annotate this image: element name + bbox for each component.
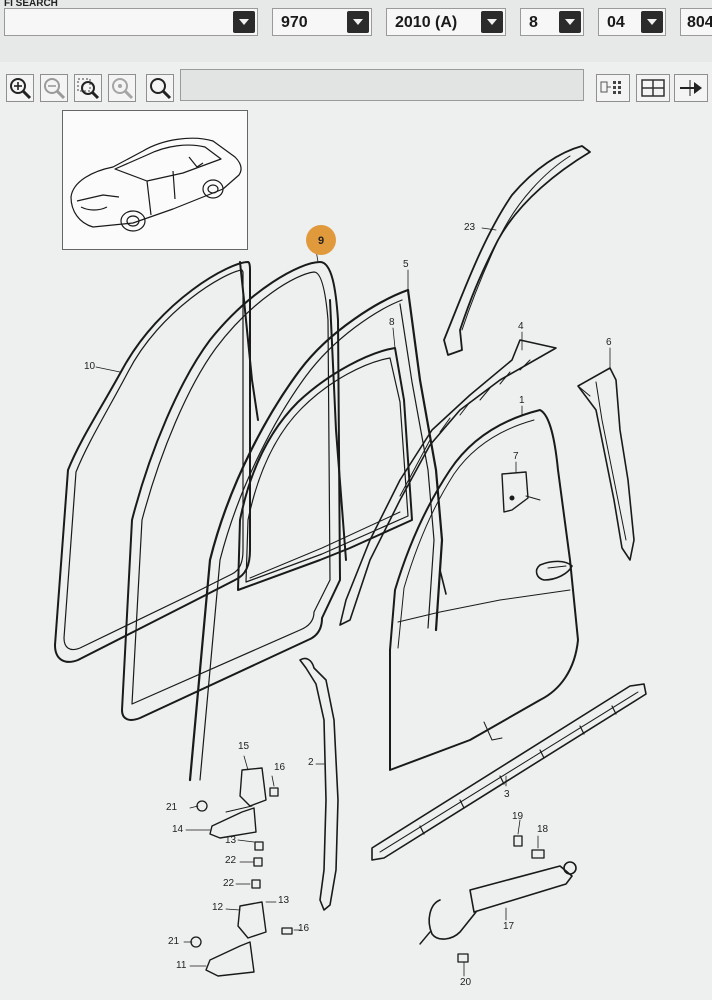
search-icon (150, 78, 172, 100)
part-17-check-strut[interactable] (419, 861, 577, 945)
parts-list-button[interactable] (596, 74, 630, 102)
search-label: FI SEARCH (4, 0, 58, 9)
illustration-select[interactable]: 804 (680, 8, 712, 36)
fasteners (190, 787, 545, 963)
sub-group-select[interactable]: 04 (598, 8, 666, 36)
zoom-out-button[interactable] (40, 74, 68, 102)
part-5-window-channel[interactable] (188, 288, 444, 782)
part-label-5[interactable]: 5 (403, 259, 409, 270)
part-label-21-lower[interactable]: 21 (168, 936, 180, 947)
part-7-bracket[interactable] (501, 471, 541, 513)
part-10-door-seal[interactable] (54, 261, 259, 663)
vehicle-thumbnail (62, 110, 248, 250)
sub-group-dropdown-button[interactable] (641, 11, 663, 33)
part-label-8[interactable]: 8 (389, 317, 395, 328)
part-label-16-upper[interactable]: 16 (274, 762, 286, 773)
split-view-icon (641, 79, 665, 97)
part-label-21-upper[interactable]: 21 (166, 802, 178, 813)
main-group-select[interactable]: 8 (520, 8, 584, 36)
part-label-12[interactable]: 12 (212, 902, 224, 913)
part-label-20[interactable]: 20 (460, 977, 472, 988)
part-label-6[interactable]: 6 (606, 337, 612, 348)
part-label-10[interactable]: 10 (84, 361, 96, 372)
part-label-19[interactable]: 19 (512, 811, 524, 822)
part-label-13-upper[interactable]: 13 (225, 835, 237, 846)
search-bar: FI SEARCH 970 2010 (A) 8 04 804 (0, 0, 712, 62)
part-1-door-shell[interactable] (389, 409, 579, 771)
export-button[interactable] (674, 74, 708, 102)
part-label-13-lower[interactable]: 13 (278, 895, 290, 906)
highlighted-part-callout[interactable]: 9 (306, 225, 336, 255)
zoom-area-button[interactable] (74, 74, 102, 102)
toolbar-field (180, 69, 584, 101)
zoom-in-button[interactable] (6, 74, 34, 102)
part-label-4[interactable]: 4 (518, 321, 524, 332)
sub-group-value: 04 (607, 14, 625, 31)
zoom-out-icon (44, 78, 66, 100)
part-label-3[interactable]: 3 (504, 789, 510, 800)
part-label-2[interactable]: 2 (308, 757, 314, 768)
search-input[interactable] (4, 8, 258, 36)
part-label-7[interactable]: 7 (513, 451, 519, 462)
model-select[interactable]: 970 (272, 8, 372, 36)
model-year-select[interactable]: 2010 (A) (386, 8, 506, 36)
model-year-value: 2010 (A) (395, 14, 458, 31)
part-6-pillar-trim[interactable] (577, 367, 635, 561)
part-12-lower-hinge[interactable] (205, 901, 267, 977)
part-15-upper-hinge[interactable] (209, 767, 267, 839)
split-view-button[interactable] (636, 74, 670, 102)
model-dropdown-button[interactable] (347, 11, 369, 33)
model-value: 970 (281, 14, 308, 31)
zoom-area-icon (77, 78, 100, 100)
part-2-lower-seal[interactable] (299, 657, 339, 911)
zoom-100-button[interactable] (108, 74, 136, 102)
car-icon (70, 137, 242, 232)
part-9-frame-seal[interactable] (121, 261, 347, 721)
toolbar (0, 66, 712, 108)
search-button[interactable] (146, 74, 174, 102)
leader-lines (95, 227, 611, 977)
highlighted-part-number: 9 (317, 235, 325, 247)
list-view-icon (600, 81, 621, 94)
part-label-22-lower[interactable]: 22 (223, 878, 235, 889)
part-label-22-upper[interactable]: 22 (225, 855, 237, 866)
part-label-16-lower[interactable]: 16 (298, 923, 310, 934)
main-group-value: 8 (529, 14, 538, 31)
part-label-14[interactable]: 14 (172, 824, 184, 835)
part-label-18[interactable]: 18 (537, 824, 549, 835)
part-label-23[interactable]: 23 (464, 222, 476, 233)
exploded-diagram (54, 145, 647, 977)
main-group-dropdown-button[interactable] (559, 11, 581, 33)
part-3-sill-strip[interactable] (371, 683, 647, 861)
search-dropdown-button[interactable] (233, 11, 255, 33)
part-8-glass-frame[interactable] (237, 347, 413, 591)
part-label-17[interactable]: 17 (503, 921, 515, 932)
part-label-15[interactable]: 15 (238, 741, 250, 752)
part-label-1[interactable]: 1 (519, 395, 525, 406)
part-4-belt-strip[interactable] (339, 339, 557, 626)
zoom-100-icon (112, 78, 134, 100)
arrow-right-icon (680, 80, 702, 96)
illustration-value: 804 (687, 14, 712, 31)
model-year-dropdown-button[interactable] (481, 11, 503, 33)
zoom-in-icon (10, 78, 32, 100)
part-23-upper-trim[interactable] (443, 145, 591, 356)
part-label-11[interactable]: 11 (176, 960, 187, 971)
